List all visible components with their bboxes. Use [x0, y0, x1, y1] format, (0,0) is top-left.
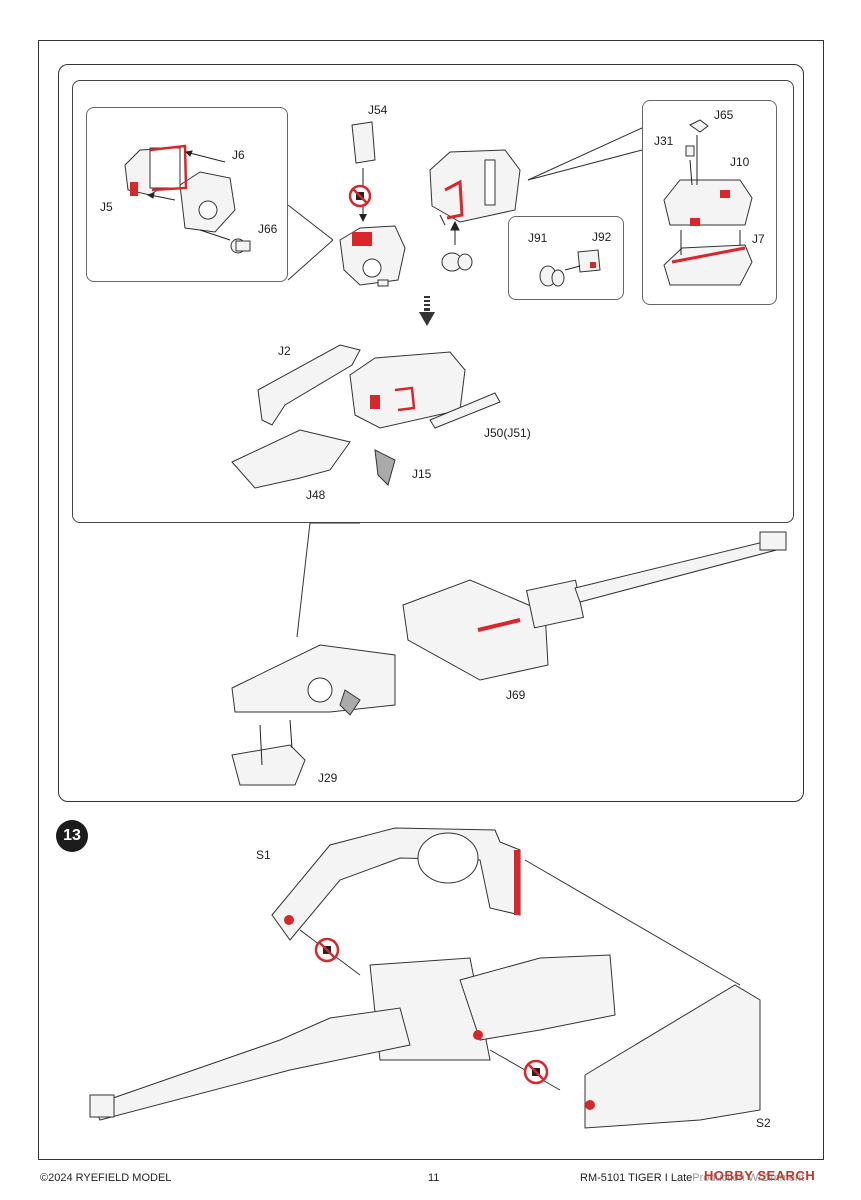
breech-block-parts	[429, 149, 521, 272]
no-cement-icon	[523, 1059, 549, 1085]
callout-line	[527, 127, 643, 181]
speech-tail-line	[296, 522, 360, 638]
no-cement-icon	[314, 937, 340, 963]
step-13-assembly	[89, 827, 761, 1129]
label-j65: J65	[714, 108, 734, 122]
callout-line	[287, 204, 334, 241]
label-s1: S1	[256, 848, 271, 862]
copyright: ©2024 RYEFIELD MODEL	[40, 1172, 172, 1184]
j2-subassembly	[231, 344, 501, 489]
label-j10: J10	[730, 155, 750, 169]
label-j91: J91	[528, 231, 548, 245]
j54-center-parts	[339, 121, 406, 287]
page-frame	[38, 40, 824, 1160]
detail-box-j5-j6	[86, 107, 288, 282]
label-j69: J69	[506, 688, 526, 702]
label-j6: J6	[232, 148, 245, 162]
product-code-text: RM-5101 TIGER I Late	[580, 1172, 693, 1184]
label-j29: J29	[318, 771, 338, 785]
down-arrow-icon	[419, 296, 435, 326]
watermark-logo: HOBBY SEARCH	[704, 1168, 816, 1183]
breech-subassembly-box	[72, 80, 794, 523]
detail-box-j91-j92	[508, 216, 624, 300]
label-s2: S2	[756, 1116, 771, 1130]
j91-j92-parts	[539, 249, 601, 287]
label-j92: J92	[592, 230, 612, 244]
main-breech-assembly	[231, 531, 787, 786]
label-j5: J5	[100, 200, 113, 214]
product-code: RM-5101 TIGER I LateProduction W/Zimmeri…	[580, 1172, 804, 1184]
label-j7: J7	[752, 232, 765, 246]
label-j54: J54	[368, 103, 388, 117]
label-j15: J15	[412, 467, 432, 481]
page-number: 11	[428, 1172, 440, 1184]
j5-j6-parts	[124, 144, 251, 254]
label-j48: J48	[306, 488, 326, 502]
no-cement-icon	[348, 184, 372, 208]
label-j31: J31	[654, 134, 674, 148]
step-number-badge: 13	[56, 820, 88, 852]
step-12-box	[58, 64, 804, 802]
j7-j10-j31-j65-parts	[663, 119, 753, 286]
label-j2: J2	[278, 344, 291, 358]
product-overlap-text: Production W/Zimmerit	[692, 1172, 805, 1184]
detail-box-j7-j10	[642, 100, 777, 305]
label-j66: J66	[258, 222, 278, 236]
label-j50: J50(J51)	[484, 426, 531, 440]
